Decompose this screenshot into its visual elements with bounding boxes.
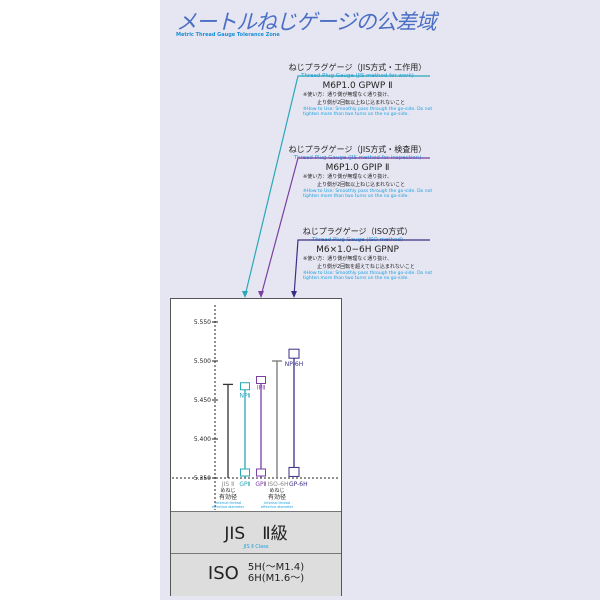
y-tick-label: 5.500 [194, 358, 211, 365]
group-label-en-line: effective diameter [212, 505, 245, 509]
go-label: GPⅡ [255, 481, 266, 488]
callout-note: ※使い方：通り側が無理なく通り抜け、 [303, 174, 392, 180]
iso-6h: 6H(M1.6〜) [247, 573, 305, 584]
arrow-head-icon [242, 291, 248, 298]
callout-note: 止り側が2回転以上ねじ込まれないこと [317, 100, 406, 106]
go-label: GP-6H [289, 481, 308, 488]
no-go-box [288, 348, 300, 359]
callout-model: M6×1.0−6H GPNP [316, 245, 399, 255]
group-label-en-line: Internal thread [215, 501, 241, 505]
callout-howto: ※How to Use: Smoothly pass through the g… [303, 107, 433, 117]
callout-note: 止り側が2回転以上ねじ込まれないこと [317, 182, 406, 188]
leader-line [260, 157, 430, 297]
callout-jp: ねじプラグゲージ（ISO方式） [302, 227, 413, 236]
group-label-jp: 有効径 [268, 493, 286, 501]
leader-line [244, 75, 430, 297]
callout-jp: ねじプラグゲージ（JIS方式・検査用） [288, 145, 427, 154]
jis-class: JIS Ⅱ級 [224, 524, 288, 544]
iso-class-row: ISO 5H(〜M1.4)6H(M1.6〜) [171, 553, 341, 596]
range-label: ISO-6H [268, 481, 289, 488]
jis-class-en: JIS Ⅱ Class [243, 544, 269, 550]
leader-line [293, 239, 430, 297]
range-label: JIS Ⅱ [221, 481, 234, 488]
page-subtitle: Metric Thread Gauge Tolerance Zone [176, 32, 280, 38]
jis-class-row: JIS Ⅱ級 JIS Ⅱ Class [171, 511, 341, 553]
callout-model: M6P1.0 GPIP Ⅱ [325, 163, 390, 173]
y-tick-label: 5.400 [194, 436, 211, 443]
callout-note: ※使い方：通り側が無理なく通り抜け、 [303, 256, 392, 262]
go-box [256, 468, 266, 477]
range-label: NP-6H [285, 361, 303, 368]
arrow-head-icon [258, 291, 264, 298]
callout-note: 止り側が2回転を超えてねじ込まれないこと [317, 264, 415, 270]
page-title: メートルねじゲージの公差域 [176, 10, 437, 34]
y-tick-label: 5.450 [194, 397, 211, 404]
tolerance-panel: JIS Ⅱ級 JIS Ⅱ Class ISO 5H(〜M1.4)6H(M1.6〜… [170, 298, 342, 596]
callout-jp: ねじプラグゲージ（JIS方式・工作用） [288, 63, 427, 72]
arrow-head-icon [291, 291, 297, 298]
group-label-jp: めねじ [269, 488, 284, 494]
callout-howto: ※How to Use: Smoothly pass through the g… [303, 271, 433, 281]
callout-howto: ※How to Use: Smoothly pass through the g… [303, 189, 433, 199]
go-box [240, 468, 250, 477]
group-label-jp: めねじ [220, 488, 235, 494]
iso-5h: 5H(〜M1.4) [247, 562, 305, 573]
y-tick-label: 5.350 [194, 475, 211, 482]
group-label-en-line: effective diameter [261, 505, 294, 509]
no-go-box [256, 376, 266, 384]
callout-note: ※使い方：通り側が無理なく通り抜け、 [303, 92, 392, 98]
iso-label: ISO [207, 562, 239, 584]
y-tick-label: 5.550 [194, 319, 211, 326]
go-box [288, 466, 300, 477]
no-go-box [240, 382, 250, 391]
group-label-en-line: Internal thread [264, 501, 290, 505]
go-label: GPⅡ [239, 481, 250, 488]
callout-model: M6P1.0 GPWP Ⅱ [322, 81, 393, 91]
range-label: IPⅡ [257, 385, 265, 392]
range-label: NPⅡ [239, 393, 250, 400]
group-label-jp: 有効径 [219, 493, 237, 501]
